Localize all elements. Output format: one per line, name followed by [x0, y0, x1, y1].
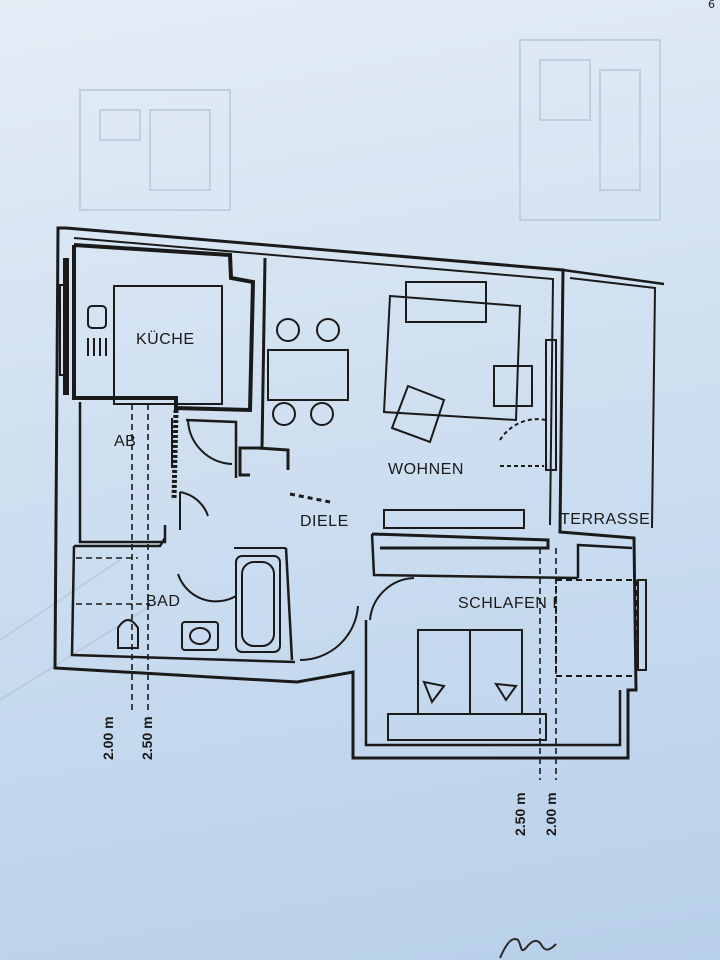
handwritten-mark: [499, 938, 557, 959]
dimension-left-a: 2.00 m: [100, 716, 116, 760]
room-label-terrasse: TERRASSE: [560, 511, 650, 528]
room-label-diele: DIELE: [300, 513, 349, 530]
room-label-schlafen: SCHLAFEN I: [458, 595, 557, 612]
dimension-left-b: 2.50 m: [139, 716, 155, 760]
wardrobe: [555, 579, 637, 677]
corner-mark: 6: [708, 0, 715, 11]
room-label-wohnen: WOHNEN: [388, 461, 464, 478]
dimension-right-a: 2.50 m: [512, 792, 528, 836]
dimension-lines: [76, 404, 557, 780]
background-faint-drawing: [0, 39, 661, 701]
dining-table: [267, 318, 349, 426]
doors: [177, 418, 547, 662]
room-label-kueche: KÜCHE: [136, 330, 195, 348]
bed: [387, 629, 547, 741]
kitchen-fixtures: [87, 285, 223, 405]
room-label-bad: BAD: [146, 593, 180, 610]
living-furniture: [382, 281, 533, 444]
walls: [53, 226, 665, 760]
dimension-right-b: 2.00 m: [543, 792, 559, 836]
bath-fixtures: [117, 555, 281, 653]
room-label-ab: AB: [114, 433, 136, 450]
